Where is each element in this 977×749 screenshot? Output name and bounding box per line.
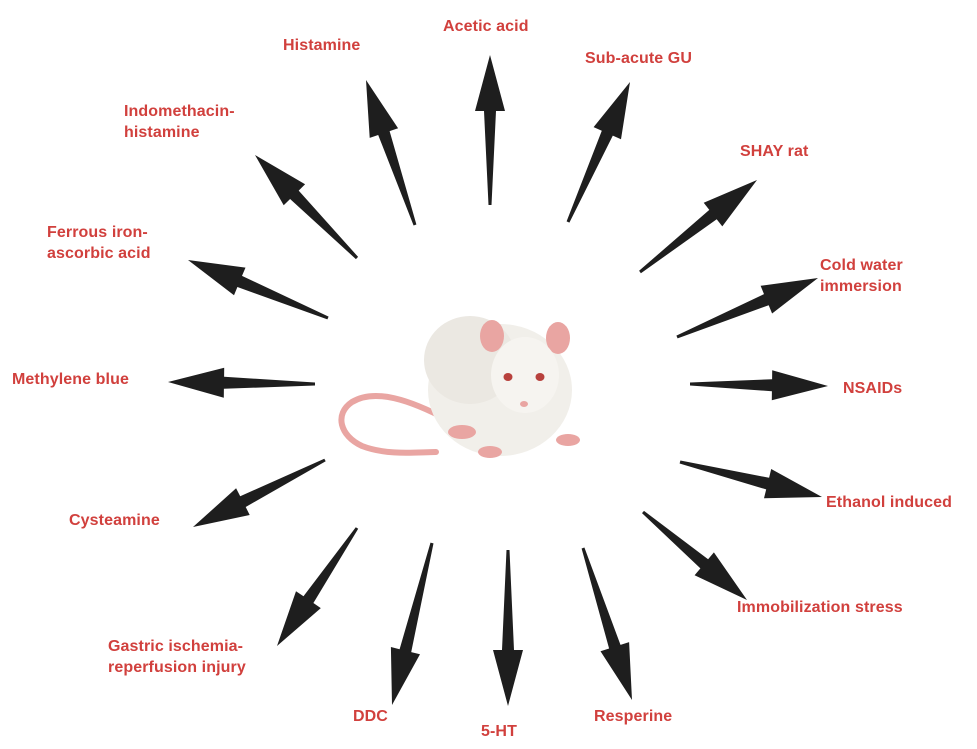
rat-paw-front-left <box>478 446 502 458</box>
arrow-methylene-blue-icon <box>168 368 315 398</box>
arrow-shay-rat-icon <box>639 180 757 273</box>
arrow-acetic-acid-icon <box>475 55 505 205</box>
label-histamine: Histamine <box>283 35 360 56</box>
label-methylene-blue: Methylene blue <box>12 369 129 390</box>
arrow-indomethacin-histamine-icon <box>255 155 358 259</box>
label-gastric-ischemia: Gastric ischemia- reperfusion injury <box>108 636 246 678</box>
rat-ear-left <box>480 320 504 352</box>
arrow-gastric-ischemia-icon <box>277 527 358 646</box>
arrow-ethanol-icon <box>680 461 822 499</box>
label-indomethacin-histamine: Indomethacin- histamine <box>124 101 235 143</box>
rat-eye-right <box>536 373 545 381</box>
arrow-ddc-icon <box>391 543 434 705</box>
label-ethanol-induced: Ethanol induced <box>826 492 952 513</box>
label-5-ht: 5-HT <box>481 721 517 742</box>
arrow-cold-water-icon <box>676 278 818 338</box>
rat-illustration <box>341 316 580 458</box>
label-resperine: Resperine <box>594 706 672 727</box>
label-ddc: DDC <box>353 706 388 727</box>
label-cysteamine: Cysteamine <box>69 510 160 531</box>
label-immobilization-stress: Immobilization stress <box>737 597 903 618</box>
label-acetic-acid: Acetic acid <box>443 16 529 37</box>
label-shay-rat: SHAY rat <box>740 141 808 162</box>
rat-eye-left <box>504 373 513 381</box>
rat-paw-left <box>448 425 476 439</box>
label-cold-water-immersion: Cold water immersion <box>820 255 903 297</box>
arrow-cysteamine-icon <box>193 459 326 527</box>
arrow-immobilization-icon <box>642 511 747 600</box>
arrow-nsaids-icon <box>690 370 828 400</box>
label-sub-acute-gu: Sub-acute GU <box>585 48 692 69</box>
rat-paw-front-right <box>556 434 580 446</box>
label-ferrous-iron-ascorbic-acid: Ferrous iron- ascorbic acid <box>47 222 151 264</box>
rat-nose <box>520 401 528 407</box>
arrow-resperine-icon <box>582 548 632 701</box>
arrow-sub-acute-gu-icon <box>567 82 630 223</box>
arrow-histamine-icon <box>366 80 416 226</box>
label-nsaids: NSAIDs <box>843 378 902 399</box>
arrow-ferrous-iron-icon <box>188 260 329 319</box>
arrow-5-ht-icon <box>493 550 523 706</box>
